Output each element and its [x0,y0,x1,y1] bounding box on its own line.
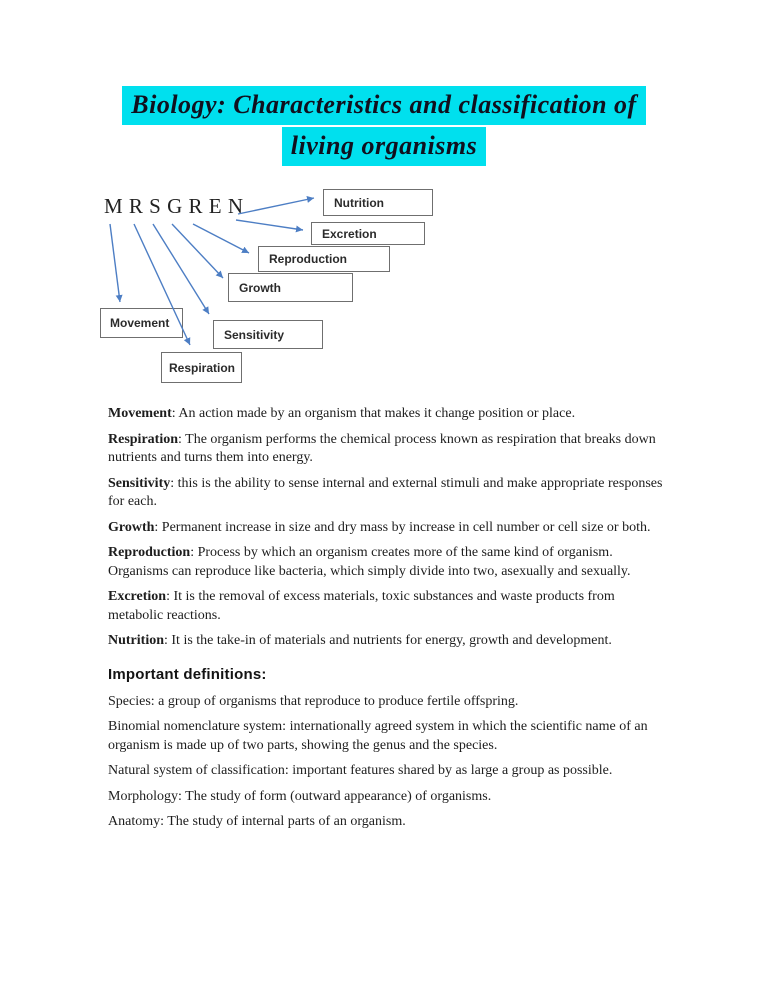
important-item-anatomy: Anatomy: The study of internal parts of … [108,814,406,829]
arrow-m-to-movement [109,223,123,303]
definition-respiration: Respiration: The organism performs the c… [108,431,668,468]
definition-reproduction: Reproduction: Process by which an organi… [108,544,668,581]
definitions-section: Movement: An action made by an organism … [108,405,668,839]
diagram-box-movement: Movement [100,308,183,338]
definition-growth: Growth: Permanent increase in size and d… [108,519,668,538]
definition-text: : An action made by an organism that mak… [171,406,576,421]
definition-term: Respiration [108,431,178,447]
definition-nutrition: Nutrition: It is the take-in of material… [108,632,668,651]
definition-sensitivity: Sensitivity: this is the ability to sens… [108,475,668,512]
definition-term: Reproduction [108,545,191,560]
definition-text: : It is the take-in of materials and nut… [164,633,612,648]
diagram-box-excretion: Excretion [311,222,425,245]
diagram-box-growth: Growth [228,273,353,302]
diagram-box-reproduction: Reproduction [258,246,390,272]
arrow-g-to-growth [171,223,224,279]
definition-term: Movement [108,406,172,421]
important-item-binomial-nomenclature: Binomial nomenclature system: internatio… [108,719,648,753]
diagram-box-nutrition: Nutrition [323,189,433,216]
document-title: Biology: Characteristics and classificat… [0,86,768,168]
arrow-e-to-excretion [235,219,304,233]
arrow-r-to-reproduction [192,223,250,254]
definition-term: Excretion [108,589,167,604]
definition-text: : It is the removal of excess materials,… [108,589,615,623]
important-item-species: Species: a group of organisms that repro… [108,693,519,709]
definition-term: Growth [108,519,155,535]
diagram-box-label: Respiration [169,360,236,375]
diagram-box-label: Reproduction [269,252,347,266]
diagram-box-sensitivity: Sensitivity [213,320,323,349]
definition-excretion: Excretion: It is the removal of excess m… [108,588,668,625]
arrow-s-to-sensitivity [152,223,210,315]
diagram-box-label: Sensitivity [224,327,285,342]
important-item-morphology: Morphology: The study of form (outward a… [108,788,492,804]
important-item-natural-system: Natural system of classification: import… [108,763,613,778]
definition-movement: Movement: An action made by an organism … [108,405,668,424]
diagram-box-label: Growth [239,280,281,295]
diagram-box-label: Nutrition [334,195,384,210]
arrow-n-to-nutrition [237,196,315,215]
diagram-box-label: Movement [110,316,170,330]
diagram-box-label: Excretion [322,226,377,241]
definition-term: Sensitivity [108,475,171,491]
title-line-1: Biology: Characteristics and classificat… [122,86,646,125]
title-line-2: living organisms [281,127,487,166]
definition-text: : The organism performs the chemical pro… [108,431,656,466]
important-definitions-heading: Important definitions: [108,665,267,683]
mrs-gren-acronym: M R S G R E N [104,194,244,218]
definition-term: Nutrition [108,633,164,648]
diagram-box-respiration: Respiration [161,352,242,383]
definition-text: : Permanent increase in size and dry mas… [154,519,651,535]
definition-text: : Process by which an organism creates m… [108,545,631,579]
definition-text: : this is the ability to sense internal … [108,475,663,510]
